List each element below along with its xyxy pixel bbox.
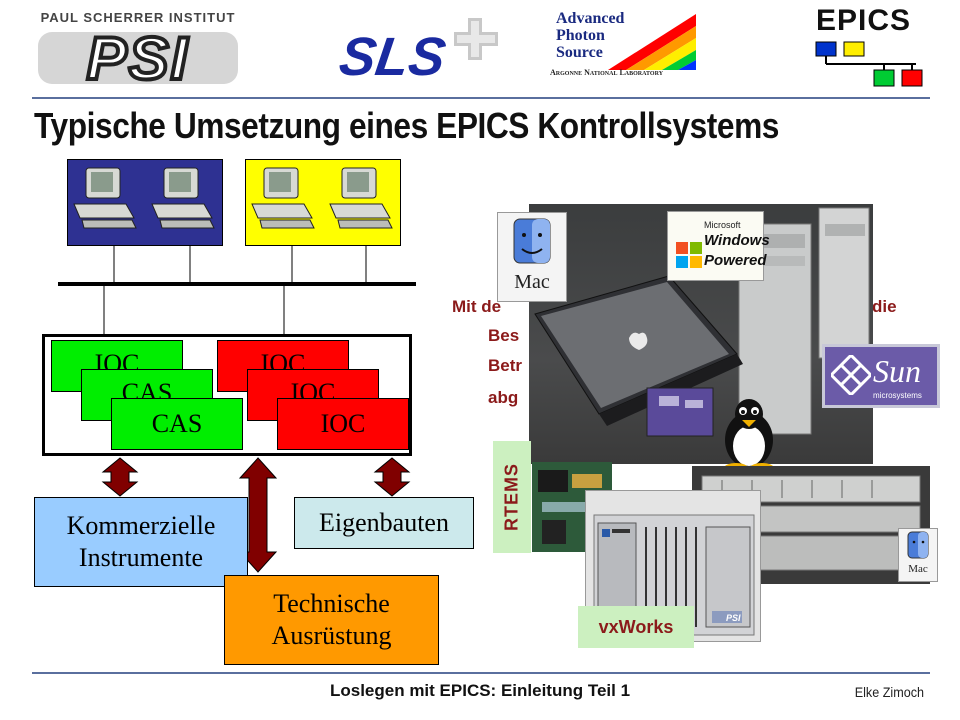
commercial-line-1: Kommerzielle xyxy=(66,510,216,540)
vxworks-label: vxWorks xyxy=(578,606,694,648)
sun-badge: Sun microsystems xyxy=(822,344,940,408)
windows-line-1: Microsoft xyxy=(704,220,741,230)
double-arrow-right xyxy=(373,457,411,497)
apple-logo-icon xyxy=(629,332,648,350)
hidden-text-line1-left: Mit de xyxy=(452,297,502,316)
hidden-text-line4: abg xyxy=(488,388,519,407)
computer-icon xyxy=(73,167,137,229)
footer-rule xyxy=(32,672,930,674)
computer-icon xyxy=(151,167,215,229)
aps-lab-name: Argonne National Laboratory xyxy=(550,68,664,77)
sun-label: Sun xyxy=(873,353,921,389)
hidden-text-line1-right: die xyxy=(872,297,897,316)
footer-title: Loslegen mit EPICS: Einleitung Teil 1 xyxy=(329,681,631,700)
windows-badge: Microsoft Windows Powered xyxy=(667,211,770,281)
windows-line-2: Windows xyxy=(704,232,770,249)
computer-icon xyxy=(251,167,315,229)
windows-line-3: Powered xyxy=(704,252,767,269)
mac-face-icon xyxy=(513,218,551,264)
aps-line-2: Photon xyxy=(556,27,605,44)
aps-line-1: Advanced xyxy=(556,10,625,27)
double-arrow-left xyxy=(101,457,139,497)
slide-title: Typische Umsetzung eines EPICS Kontrolls… xyxy=(34,105,779,146)
rtems-label: RTEMS xyxy=(501,463,522,531)
computer-icon xyxy=(329,167,393,229)
ioc-box-red-3: IOC xyxy=(277,398,409,450)
technical-line-2: Ausrüstung xyxy=(271,621,392,650)
workstation-group-navy xyxy=(67,159,223,246)
header-rule xyxy=(32,97,930,99)
mac-label-small: Mac xyxy=(908,563,928,575)
double-arrows xyxy=(101,457,411,573)
mac-label: Mac xyxy=(514,271,550,293)
technical-line-1: Technische xyxy=(273,588,390,618)
mac-os-badge-small: Mac xyxy=(898,528,938,582)
epics-logo: EPICS xyxy=(812,4,930,92)
commercial-line-2: Instrumente xyxy=(78,543,204,572)
psi-logo: PAUL SCHERRER INSTITUT PSI xyxy=(38,10,238,94)
sun-sub: microsystems xyxy=(873,391,922,400)
workstation-group-yellow xyxy=(245,159,401,246)
aps-line-3: Source xyxy=(556,44,603,61)
sls-logo: SLS xyxy=(336,18,500,88)
psi-badge: PSI xyxy=(726,613,741,623)
mac-face-icon xyxy=(907,531,929,559)
mac-os-badge: Mac xyxy=(497,212,567,302)
windows-flag-icon xyxy=(676,242,702,268)
double-arrow-long xyxy=(238,457,278,573)
epics-logo-text: EPICS xyxy=(816,4,912,37)
network-lines xyxy=(58,246,416,340)
footer-author: Elke Zimoch xyxy=(854,684,924,700)
psi-logo-text: PSI xyxy=(85,23,190,94)
ioc-box-red-2: IOC xyxy=(247,369,379,421)
hidden-text-line3: Betr xyxy=(488,356,523,375)
box-custom-builds: Eigenbauten xyxy=(294,497,474,549)
ni-logo-icon xyxy=(602,529,630,537)
linux-tux-icon xyxy=(716,396,782,473)
psi-institute-name: PAUL SCHERRER INSTITUT xyxy=(40,10,236,25)
hidden-text-line2: Bes xyxy=(488,326,520,345)
cas-box-green-3: CAS xyxy=(111,398,243,450)
box-commercial-instruments: Kommerzielle Instrumente xyxy=(34,497,248,587)
rtems-label-box xyxy=(493,441,531,553)
box-technical-equipment: Technische Ausrüstung xyxy=(224,575,439,665)
sun-logo-icon xyxy=(831,355,871,395)
aps-logo: Advanced Photon Source Argonne National … xyxy=(548,10,696,82)
